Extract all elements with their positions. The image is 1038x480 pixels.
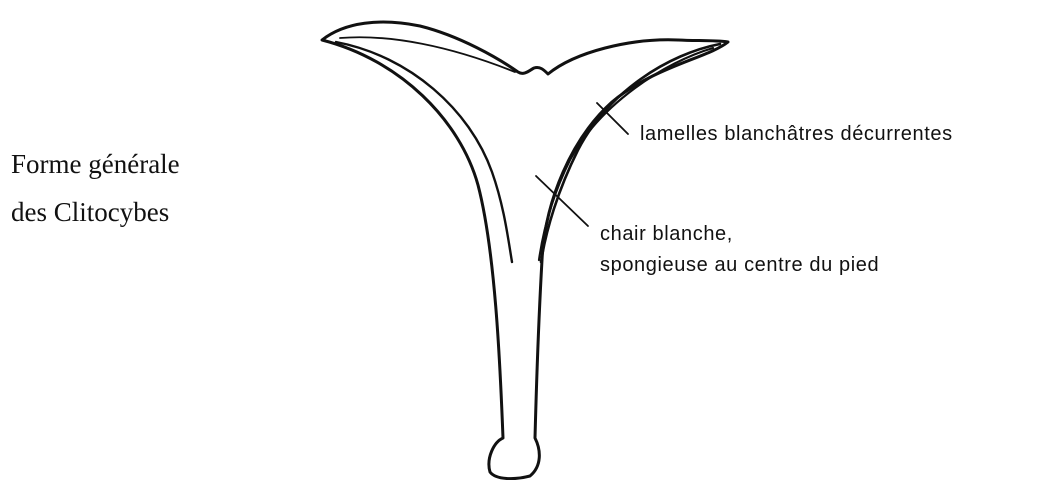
label-chair: chair blanche, spongieuse au centre du p… bbox=[600, 219, 879, 281]
label-chair-line-2: spongieuse au centre du pied bbox=[600, 250, 879, 281]
label-lamelles: lamelles blanchâtres décurrentes bbox=[640, 123, 953, 146]
label-chair-line-1: chair blanche, bbox=[600, 219, 879, 250]
